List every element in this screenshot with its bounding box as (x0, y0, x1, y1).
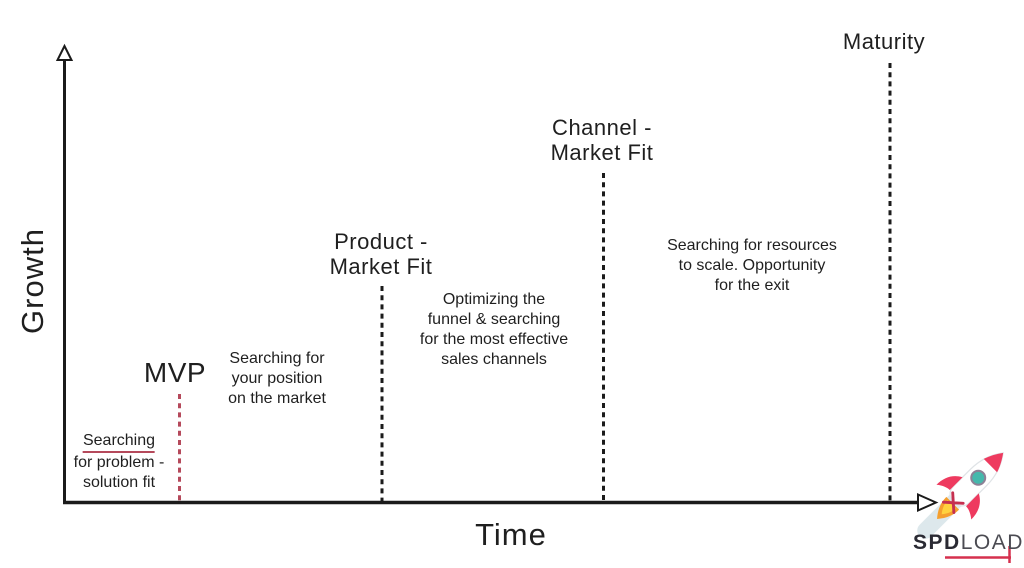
phase-underlined-word: Searching (82, 431, 156, 453)
phase-text: for problem - solution fit (73, 454, 165, 491)
milestone-label-maturity: Maturity (842, 29, 926, 54)
x-axis-arrowhead-icon (917, 492, 939, 513)
x-axis-label: Time (475, 517, 547, 552)
y-axis-arrowhead-icon (55, 43, 74, 61)
phase-note-scale-exit: Searching for resources to scale. Opport… (667, 237, 837, 294)
rocket-icon (917, 452, 1004, 539)
milestone-label-channel-market-fit: Channel - Market Fit (550, 115, 654, 165)
spdload-logo: SPDLOAD (913, 531, 1024, 555)
milestone-label-mvp: MVP (143, 357, 207, 388)
phase-note-problem-solution-fit: Searching for problem - solution fit (74, 411, 165, 513)
logo-text-load: LOAD (960, 531, 1024, 554)
logo-underline (945, 546, 1011, 563)
phase-note-market-position: Searching for your position on the marke… (228, 350, 326, 407)
phase-note-sales-channels: Optimizing the funnel & searching for th… (419, 291, 569, 368)
y-axis-label: Growth (15, 228, 50, 334)
logo-text-spd: SPD (913, 531, 961, 554)
milestone-label-product-market-fit: Product - Market Fit (329, 229, 433, 279)
